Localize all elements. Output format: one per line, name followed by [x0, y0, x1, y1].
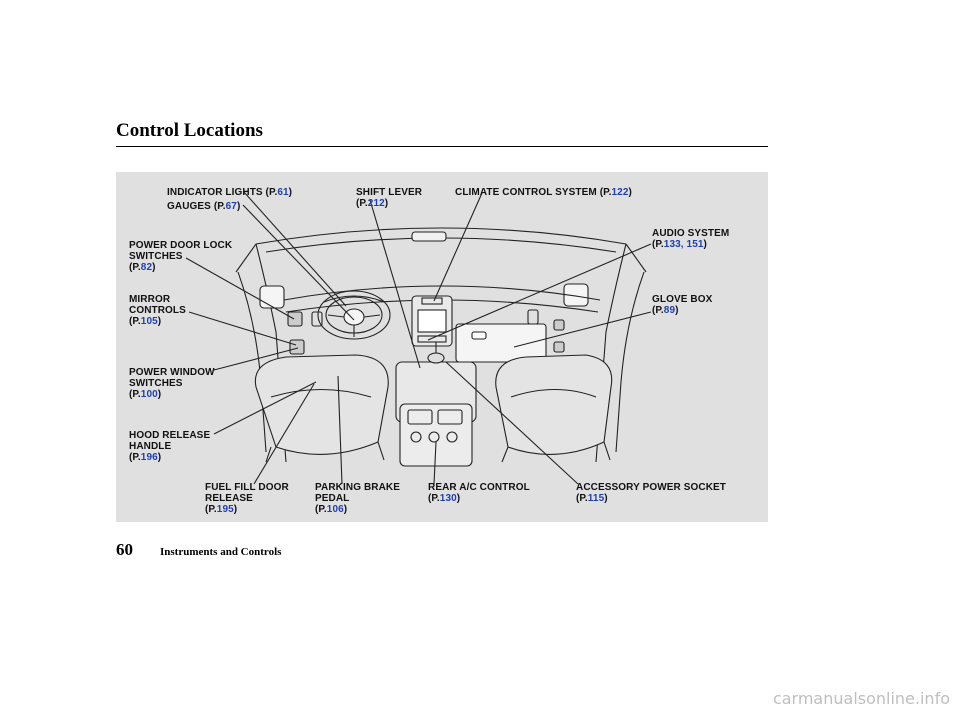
callout-parking-brake: PARKING BRAKE PEDAL (P.106) [315, 482, 401, 515]
page-ref[interactable]: 82 [140, 262, 153, 273]
page-ref[interactable]: 89 [663, 305, 676, 316]
page-ref[interactable]: 212 [367, 198, 385, 209]
page-ref[interactable]: 106 [326, 504, 344, 515]
callout-accessory-socket: ACCESSORY POWER SOCKET (P.115) [576, 482, 726, 504]
page-ref[interactable]: 130 [439, 493, 457, 504]
page-ref[interactable]: 122 [611, 187, 629, 198]
callout-shift-lever: SHIFT LEVER (P.212) [356, 187, 423, 209]
page-ref[interactable]: 105 [140, 316, 158, 327]
car-interior-illustration [185, 191, 652, 485]
page-title: Control Locations [116, 120, 263, 141]
callout-fuel-fill-door: FUEL FILL DOOR RELEASE (P.195) [205, 482, 289, 515]
watermark: carmanualsonline.info [772, 689, 950, 708]
callout-climate-control: CLIMATE CONTROL SYSTEM (P.122) [455, 187, 632, 198]
page-ref[interactable]: 61 [277, 187, 289, 198]
page-ref[interactable]: 100 [140, 389, 158, 400]
callout-gauges: GAUGES (P.67) [167, 201, 241, 212]
callout-mirror-controls: MIRROR CONTROLS (P.105) [129, 294, 186, 327]
callout-hood-release: HOOD RELEASE HANDLE (P.196) [129, 430, 211, 463]
page-ref[interactable]: 196 [140, 452, 158, 463]
page-ref[interactable]: 67 [225, 201, 237, 212]
page-ref[interactable]: 115 [587, 493, 605, 504]
control-locations-figure: INDICATOR LIGHTS (P.61) GAUGES (P.67) SH… [116, 172, 768, 522]
title-rule [116, 146, 768, 147]
page-ref[interactable]: 195 [216, 504, 234, 515]
callout-power-door-lock: POWER DOOR LOCK SWITCHES (P.82) [129, 240, 233, 273]
page-ref[interactable]: 133, 151 [663, 239, 704, 250]
page-number: 60 [116, 540, 133, 559]
callout-audio-system: AUDIO SYSTEM (P.133, 151) [652, 228, 730, 250]
callout-power-window: POWER WINDOW SWITCHES (P.100) [129, 367, 215, 400]
callout-rear-ac: REAR A/C CONTROL (P.130) [428, 482, 530, 504]
callout-indicator-lights: INDICATOR LIGHTS (P.61) [167, 187, 293, 198]
callout-glove-box: GLOVE BOX (P.89) [652, 294, 713, 316]
section-name: Instruments and Controls [160, 546, 282, 558]
